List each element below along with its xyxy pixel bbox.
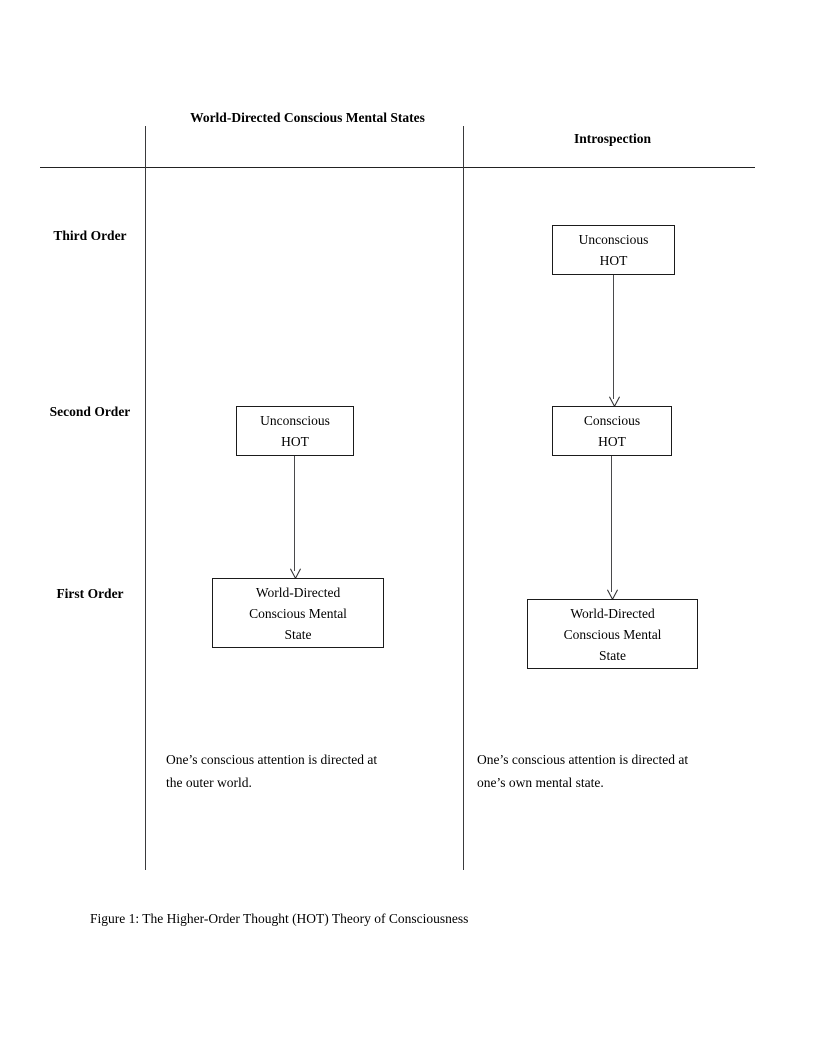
row-label-second-line2: Order	[94, 404, 131, 419]
node-left-second-order-unconscious-hot: Unconscious HOT	[236, 406, 354, 456]
arrow-shaft	[611, 456, 612, 592]
column-caption-left-line2: the outer world.	[166, 775, 252, 790]
column-header-left-line1: World-Directed	[190, 110, 281, 125]
node-left-first-order-world-directed-state: World-Directed Conscious Mental State	[212, 578, 384, 648]
column-header-right-line1: Introspection	[573, 131, 651, 146]
header-horizontal-rule	[40, 167, 755, 168]
column-header-world-directed: World-Directed Conscious Mental States	[160, 107, 455, 128]
arrow-left-second-to-first	[288, 456, 302, 578]
column-caption-right-line2: one’s own mental state.	[477, 775, 604, 790]
row-label-first-line1: First	[56, 586, 85, 601]
node-right-second-line2: HOT	[598, 434, 626, 449]
arrow-shaft	[613, 275, 614, 399]
node-left-first-line2: Conscious Mental	[249, 605, 347, 621]
node-left-first-line3: State	[284, 626, 312, 642]
column-caption-left-line1: One’s conscious attention is directed at	[166, 752, 378, 767]
node-left-second-line2: HOT	[281, 434, 309, 449]
row-label-second-line1: Second	[49, 404, 91, 419]
node-right-third-line1: Unconscious	[578, 232, 649, 247]
arrow-shaft	[294, 456, 295, 571]
node-right-second-line1: Conscious	[583, 413, 641, 428]
column-header-left-line2: Conscious Mental States	[283, 110, 425, 125]
node-right-first-line1: World-Directed	[570, 605, 655, 621]
node-left-second-line1: Unconscious	[260, 413, 330, 428]
column-caption-right: One’s conscious attention is directed at…	[477, 748, 767, 794]
column-divider-left	[145, 126, 146, 870]
node-right-first-line2: Conscious Mental	[563, 626, 662, 642]
figure-caption: Figure 1: The Higher-Order Thought (HOT)…	[90, 911, 469, 926]
row-label-second-order: Second Order	[35, 402, 145, 422]
arrow-head-down-icon	[607, 590, 618, 599]
row-label-first-line2: Order	[87, 586, 124, 601]
row-label-first-order: First Order	[35, 584, 145, 604]
node-right-second-order-conscious-hot: Conscious HOT	[552, 406, 672, 456]
node-right-third-order-unconscious-hot: Unconscious HOT	[552, 225, 675, 275]
arrow-head-down-icon	[290, 569, 301, 578]
node-left-first-line1: World-Directed	[255, 584, 341, 600]
row-label-third-order: Third Order	[35, 226, 145, 246]
column-caption-left: One’s conscious attention is directed at…	[166, 748, 456, 794]
row-label-third-line2: Order	[90, 228, 127, 243]
column-divider-right	[463, 126, 464, 870]
column-header-introspection: Introspection	[470, 128, 755, 149]
node-right-first-line3: State	[599, 647, 626, 663]
arrow-head-down-icon	[609, 397, 620, 406]
node-right-third-line2: HOT	[599, 253, 628, 268]
node-right-first-order-world-directed-state: World-Directed Conscious Mental State	[527, 599, 698, 669]
arrow-right-third-to-second	[607, 275, 621, 406]
column-caption-right-line1: One’s conscious attention is directed at	[477, 752, 689, 767]
row-label-third-line1: Third	[53, 228, 88, 243]
arrow-right-second-to-first	[605, 456, 619, 599]
